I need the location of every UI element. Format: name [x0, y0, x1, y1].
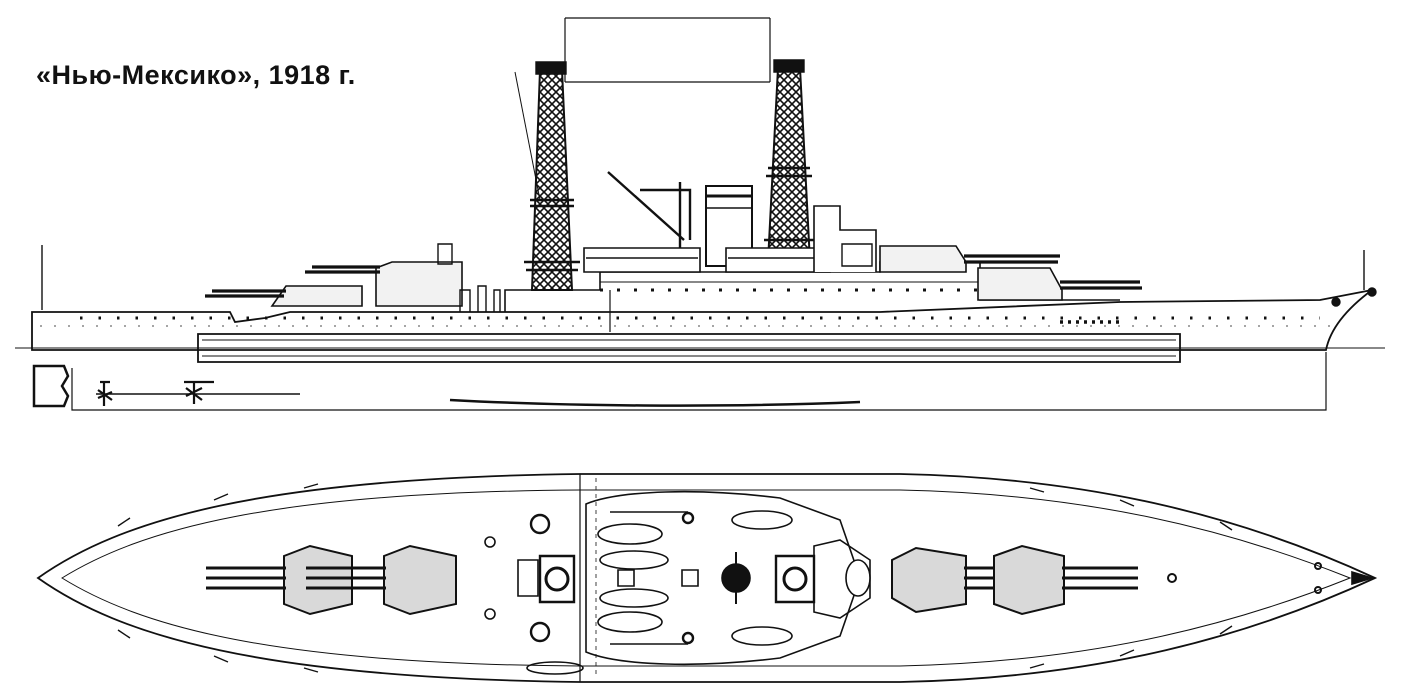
crane-base — [682, 570, 698, 586]
boat-aft-lower — [598, 612, 662, 632]
plan-bridge — [814, 540, 870, 618]
turret-3-side — [376, 262, 462, 306]
crane-base — [618, 570, 634, 586]
foremast-platforms — [764, 168, 814, 240]
drawing-title: «Нью-Мексико», 1918 г. — [36, 60, 356, 90]
crane-arms — [610, 512, 688, 644]
side-elevation — [15, 18, 1385, 410]
ventilator — [485, 537, 495, 547]
plan-turret-3-guns — [306, 568, 386, 588]
deck-inner-edge — [62, 490, 1350, 666]
aft-director — [438, 244, 452, 264]
propeller-inner — [184, 382, 214, 404]
boat-centre-upper — [600, 551, 668, 569]
ventilator — [485, 609, 495, 619]
boat-deck — [586, 492, 860, 665]
ship-boat — [527, 662, 583, 674]
plan-turret-3 — [384, 546, 456, 614]
anchor-hawse — [1332, 298, 1340, 306]
cage-foremast — [768, 68, 810, 262]
plan-turret-2 — [892, 548, 966, 612]
hull-outline — [32, 290, 1372, 350]
edge-fittings — [118, 484, 1232, 672]
bow-tip — [1368, 288, 1376, 296]
ventilator — [531, 515, 549, 533]
conning-tower — [842, 244, 872, 266]
underwater-hull — [72, 352, 1326, 410]
aerial-lead — [515, 72, 540, 200]
boat-stack-aft — [584, 248, 700, 272]
plan-turret-4-guns — [206, 568, 286, 588]
plan-turret-1-guns — [1062, 568, 1138, 588]
mainmast-platforms — [524, 200, 580, 270]
foremast-top — [774, 60, 804, 72]
bow-tip-plan — [1352, 572, 1372, 584]
boat-centre-lower — [600, 589, 668, 607]
crane-pivot — [683, 513, 693, 523]
searchlight-platform — [518, 560, 538, 596]
radio-aerial — [565, 18, 770, 82]
bow-bollard — [1315, 563, 1321, 569]
boat-fwd-upper — [732, 511, 792, 529]
plan-mainmast-base — [540, 556, 574, 602]
plan-mainmast — [546, 568, 568, 590]
plan-view — [38, 474, 1375, 682]
deck-outline — [38, 474, 1375, 682]
boat-crane — [608, 172, 690, 250]
bilge-keel — [450, 400, 860, 406]
bow-bollard — [1315, 587, 1321, 593]
conning-tower-top — [846, 560, 870, 596]
plan-foremast-base — [776, 556, 814, 602]
plan-turret-1 — [994, 546, 1064, 614]
turret-3-guns — [305, 267, 380, 272]
mainmast-top — [536, 62, 566, 74]
plan-funnel — [722, 564, 750, 592]
turret-1-guns — [1060, 282, 1142, 288]
turret-4-side — [272, 286, 362, 306]
rudder — [34, 366, 68, 406]
bow-bollard — [1168, 574, 1176, 582]
boat-fwd-lower — [732, 627, 792, 645]
bridge — [814, 206, 876, 272]
turret-2-guns — [964, 256, 1060, 262]
armor-belt — [198, 334, 1180, 362]
propeller-outer — [98, 382, 112, 406]
turret-1-side — [978, 268, 1062, 300]
plan-turret-4 — [284, 546, 352, 614]
turret-4-guns — [205, 291, 286, 296]
ventilators-aft — [460, 286, 500, 312]
ventilator — [531, 623, 549, 641]
crane-pivot — [683, 633, 693, 643]
boat-aft-upper — [598, 524, 662, 544]
cage-mainmast — [532, 70, 572, 290]
turret-2-side — [880, 246, 966, 272]
plan-foremast — [784, 568, 806, 590]
